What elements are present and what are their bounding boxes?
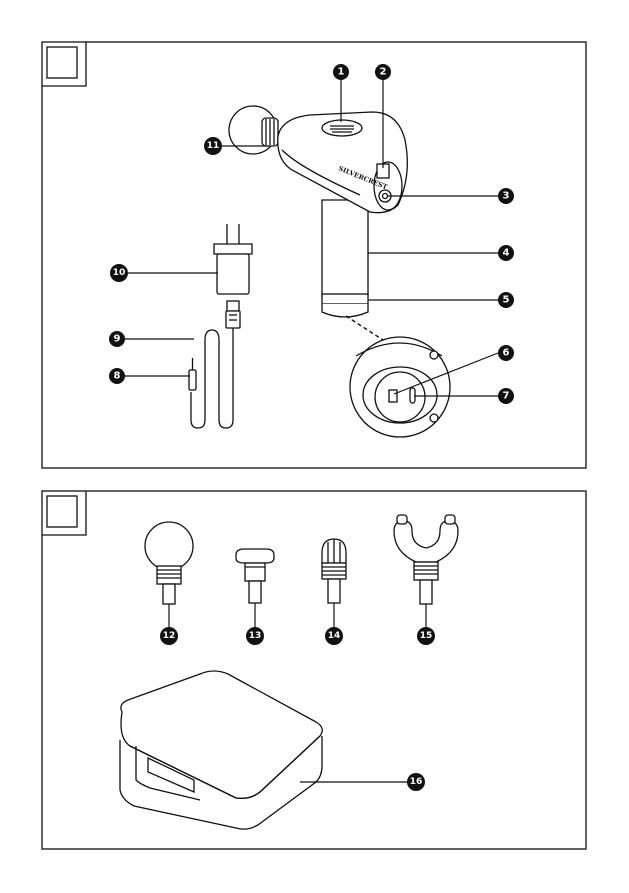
- svg-text:14: 14: [328, 631, 341, 641]
- svg-text:6: 6: [503, 348, 510, 359]
- bullet-head-attachment-14: [322, 539, 346, 603]
- callout-13: 13: [246, 627, 264, 645]
- svg-text:12: 12: [163, 631, 176, 641]
- panel-a-corner-tab: [42, 42, 86, 86]
- svg-text:2: 2: [380, 67, 387, 78]
- callout-1: 1: [333, 64, 349, 80]
- flat-head-attachment-13: [236, 549, 274, 603]
- callout-12: 12: [160, 627, 178, 645]
- fork-head-attachment-15: [394, 515, 458, 604]
- ventilation-grille: [322, 120, 362, 136]
- usb-charger-illustration: [214, 224, 252, 328]
- svg-text:13: 13: [249, 631, 262, 641]
- svg-text:9: 9: [114, 334, 121, 345]
- panel-b-corner-tab: [42, 491, 86, 535]
- callout-11: 11: [204, 137, 222, 155]
- svg-text:8: 8: [114, 371, 121, 382]
- callout-3: 3: [498, 188, 514, 204]
- ball-head-attachment-12: [145, 522, 193, 604]
- callout-15: 15: [417, 627, 435, 645]
- storage-case-illustration: [120, 671, 322, 829]
- callout-10: 10: [110, 264, 128, 282]
- massage-gun-illustration: SILVERCREST: [229, 106, 407, 317]
- panel-a-label-box: [47, 47, 77, 78]
- svg-text:16: 16: [410, 777, 423, 787]
- svg-text:3: 3: [503, 191, 510, 202]
- svg-text:11: 11: [207, 141, 220, 151]
- callout-8: 8: [109, 368, 125, 384]
- svg-text:5: 5: [503, 295, 510, 306]
- callout-5: 5: [498, 292, 514, 308]
- figure-panel-b: [42, 491, 586, 849]
- detail-view-bottom: [346, 316, 450, 437]
- svg-text:4: 4: [503, 248, 510, 259]
- callout-4: 4: [498, 245, 514, 261]
- callout-2: 2: [375, 64, 391, 80]
- svg-text:10: 10: [113, 268, 126, 278]
- svg-text:1: 1: [338, 67, 345, 78]
- callout-16: 16: [407, 773, 425, 791]
- usb-cable-illustration: [189, 328, 233, 428]
- charge-indicator: [389, 390, 397, 402]
- usb-c-connector: [189, 370, 196, 390]
- callout-7: 7: [498, 388, 514, 404]
- callout-14: 14: [325, 627, 343, 645]
- svg-text:15: 15: [420, 631, 433, 641]
- callout-9: 9: [109, 331, 125, 347]
- panel-b-label-box: [47, 496, 77, 527]
- callout-6: 6: [498, 345, 514, 361]
- svg-text:7: 7: [503, 391, 510, 402]
